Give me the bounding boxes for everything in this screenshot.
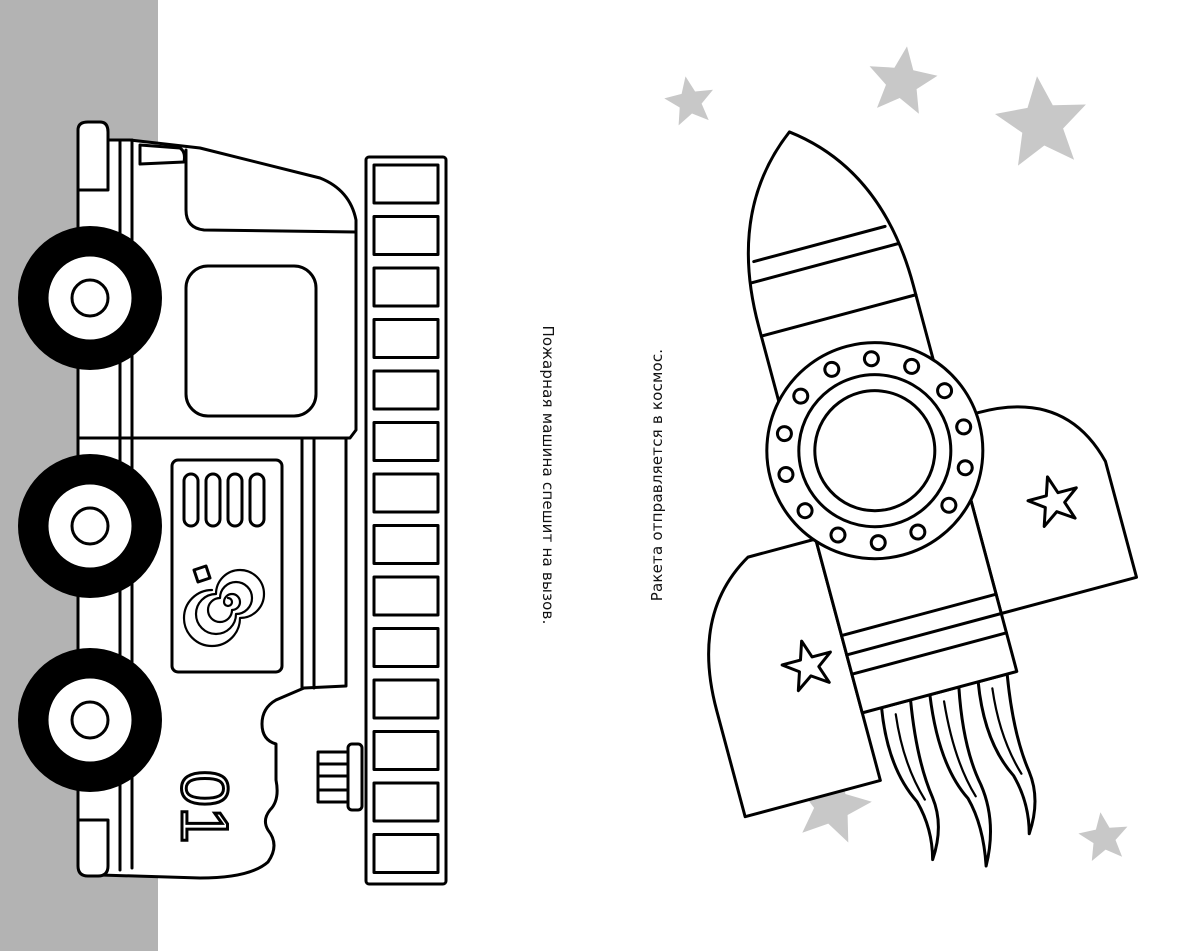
truck-cab — [76, 120, 358, 440]
ladder-rung — [372, 215, 440, 256]
ladder-rung — [372, 627, 440, 668]
ladder-rung — [372, 318, 440, 359]
porthole-rivet — [796, 502, 814, 520]
ladder-rung — [372, 730, 440, 771]
truck-number: 01 — [168, 770, 242, 843]
rocket-fin-left — [707, 537, 882, 819]
porthole-rivet — [956, 459, 974, 477]
porthole-rivet — [777, 465, 795, 483]
porthole-rivet — [955, 418, 973, 436]
rocket-fin-right — [948, 405, 1139, 616]
rocket-flames — [880, 672, 1037, 868]
ladder-rung — [372, 472, 440, 514]
star-icon — [1078, 812, 1128, 861]
ladder-rung — [372, 524, 440, 565]
porthole-rivet — [936, 382, 954, 400]
porthole-rivet — [792, 387, 810, 405]
rocket — [707, 130, 1139, 868]
wheel-bottom — [18, 648, 162, 792]
porthole-rivet — [775, 425, 793, 443]
ladder-rung — [372, 833, 440, 874]
fire-hose — [182, 564, 266, 648]
ladder-rung — [372, 575, 440, 617]
star-icon — [797, 766, 872, 843]
porthole-rivet — [940, 496, 958, 514]
star-icon — [869, 46, 938, 114]
porthole-rivet — [869, 534, 887, 552]
porthole-rivet — [862, 350, 880, 368]
porthole-rivet — [829, 526, 847, 544]
ladder-rung — [372, 421, 440, 462]
rocket-caption: Ракета отправляется в космос. — [648, 348, 666, 602]
porthole-rivet — [909, 523, 927, 541]
rocket-porthole — [765, 341, 985, 561]
background-stars — [664, 46, 1128, 861]
porthole-rivet — [903, 357, 921, 375]
star-icon — [664, 76, 713, 126]
wheel-top — [18, 226, 162, 370]
star-icon — [995, 76, 1086, 166]
water-pump — [316, 742, 364, 812]
ladder-rung — [372, 781, 440, 823]
porthole-rivet — [823, 360, 841, 378]
fire-truck: 01 — [18, 120, 448, 886]
fire-truck-caption: Пожарная машина спешит на вызов. — [539, 325, 557, 625]
ladder-rung — [372, 678, 440, 720]
ladder — [364, 155, 448, 886]
ladder-rung — [372, 163, 440, 205]
wheel-middle — [18, 454, 162, 598]
ladder-rung — [372, 266, 440, 308]
ladder-rung — [372, 369, 440, 411]
